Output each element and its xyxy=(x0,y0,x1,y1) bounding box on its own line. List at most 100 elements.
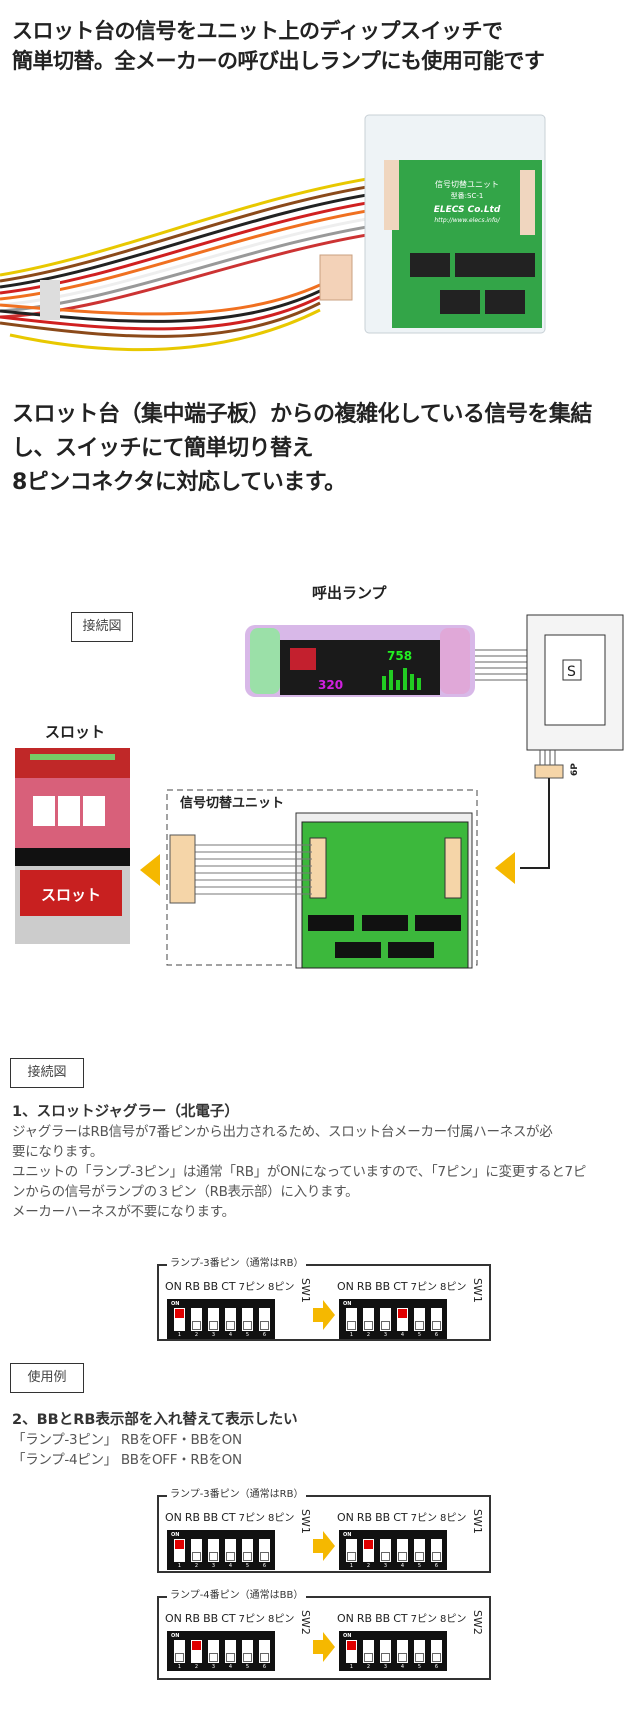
dip-label: BB xyxy=(375,1511,391,1524)
dip-switch-1[interactable] xyxy=(174,1640,185,1663)
switch-knob-off xyxy=(209,1653,218,1662)
dip-switch-3[interactable] xyxy=(208,1308,219,1331)
dip-label: CT xyxy=(393,1612,408,1625)
dip-switch-6[interactable] xyxy=(431,1308,442,1331)
switch-name: SW1 xyxy=(299,1509,312,1534)
dip-switch-5[interactable] xyxy=(242,1308,253,1331)
dip-label: 8ピン xyxy=(439,1282,467,1293)
switch-knob-off xyxy=(226,1321,235,1330)
dip-switch-3[interactable] xyxy=(380,1308,391,1331)
dip-switch-1[interactable] xyxy=(346,1539,357,1562)
dip-label: RB xyxy=(184,1511,201,1524)
switch-number: 1 xyxy=(177,1563,182,1569)
switch-knob-off xyxy=(398,1653,407,1662)
switch-number: 1 xyxy=(177,1664,182,1670)
section1-tag: 接続図 xyxy=(10,1058,84,1088)
switch-unit xyxy=(295,812,473,969)
dip-switch-5[interactable] xyxy=(414,1640,425,1663)
dip-label: ON xyxy=(165,1511,182,1524)
dip-switch-5[interactable] xyxy=(414,1539,425,1562)
dip-switch-6[interactable] xyxy=(431,1640,442,1663)
dip-switch-2[interactable] xyxy=(363,1308,374,1331)
dip-switch-5[interactable] xyxy=(414,1308,425,1331)
switch-name: SW1 xyxy=(299,1278,312,1303)
switch-knob-off xyxy=(347,1552,356,1561)
dip-label: ON xyxy=(337,1511,354,1524)
box-letter: S xyxy=(567,664,576,680)
slot-machine: スロット xyxy=(15,748,130,944)
dip-switch-3[interactable] xyxy=(208,1640,219,1663)
dip-switch-4[interactable] xyxy=(225,1640,236,1663)
switch-number: 6 xyxy=(434,1332,439,1338)
lamp-label: 呼出ランプ xyxy=(312,584,388,602)
dip-switch-1[interactable] xyxy=(346,1308,357,1331)
switch-knob-off xyxy=(432,1321,441,1330)
lamp-big-digits xyxy=(290,648,316,670)
dip-label: 8ピン xyxy=(439,1614,467,1625)
dip-label: BB xyxy=(203,1511,219,1524)
switch-number: 2 xyxy=(366,1664,371,1670)
slot-label: スロット xyxy=(45,723,105,741)
switch-knob-off xyxy=(226,1653,235,1662)
dip-switch-6[interactable] xyxy=(259,1539,270,1562)
dip-label: 7ピン xyxy=(410,1513,437,1524)
dip-switch-4[interactable] xyxy=(225,1308,236,1331)
switch-number: 3 xyxy=(383,1563,388,1569)
dip-label: ON xyxy=(165,1280,182,1293)
dip-switch-6[interactable] xyxy=(259,1640,270,1663)
connection-diagram: 呼出ランプ 320 758 S 6P 信号切替ユニット xyxy=(15,584,624,969)
board-title: 信号切替ユニット xyxy=(435,179,499,189)
cable-tie xyxy=(40,280,60,320)
switch-knob-on xyxy=(398,1309,407,1318)
switch-knob-off xyxy=(415,1321,424,1330)
signal-line xyxy=(520,778,550,869)
headline-line: スロット台の信号をユニット上のディップスイッチで xyxy=(12,19,503,43)
dip-legend: ランプ-3番ピン（通常はRB） xyxy=(167,1488,307,1502)
dip-switch-3[interactable] xyxy=(380,1539,391,1562)
dip-switch-2[interactable] xyxy=(191,1640,202,1663)
dip-switch-1[interactable] xyxy=(346,1640,357,1663)
dip-switch-6[interactable] xyxy=(431,1539,442,1562)
switch-number: 2 xyxy=(366,1563,371,1569)
switch-knob-on xyxy=(347,1641,356,1650)
relay-box: S xyxy=(526,614,624,751)
section1-line: ユニットの「ランプ-3ピン」は通常「RB」がONになっていますので、「7ピン」に… xyxy=(12,1164,587,1180)
connector-label: 6P xyxy=(570,763,580,776)
dip-label: 7ピン xyxy=(410,1282,437,1293)
dip-switch-3[interactable] xyxy=(208,1539,219,1562)
dip-label: RB xyxy=(356,1280,373,1293)
switch-name: SW1 xyxy=(471,1509,484,1534)
switch-knob-off xyxy=(226,1552,235,1561)
dip-switch-4[interactable] xyxy=(225,1539,236,1562)
dip-switch-5[interactable] xyxy=(242,1640,253,1663)
switch-number: 1 xyxy=(349,1332,354,1338)
switch-knob-on xyxy=(175,1309,184,1318)
subheadline-line: スロット台（集中端子板）からの複雑化している信号を集結 xyxy=(12,402,592,427)
dip-switch-1[interactable] xyxy=(174,1539,185,1562)
switch-knob-off xyxy=(243,1552,252,1561)
dip-switch-5[interactable] xyxy=(242,1539,253,1562)
dip-label: CT xyxy=(221,1612,236,1625)
switch-number: 1 xyxy=(177,1332,182,1338)
switch-number: 5 xyxy=(245,1332,250,1338)
dip-switch-1[interactable] xyxy=(174,1308,185,1331)
dip-switch-6[interactable] xyxy=(259,1308,270,1331)
dip-switch-4[interactable] xyxy=(397,1539,408,1562)
dip-switch-2[interactable] xyxy=(363,1539,374,1562)
dip-switch-2[interactable] xyxy=(191,1539,202,1562)
switch-number: 3 xyxy=(211,1664,216,1670)
dip-switch-3[interactable] xyxy=(380,1640,391,1663)
dip-switch-2[interactable] xyxy=(363,1640,374,1663)
switch-number: 6 xyxy=(262,1664,267,1670)
dip-switch-4[interactable] xyxy=(397,1308,408,1331)
dip-switch-2[interactable] xyxy=(191,1308,202,1331)
dip-label: RB xyxy=(184,1280,201,1293)
dip-switch-4[interactable] xyxy=(397,1640,408,1663)
